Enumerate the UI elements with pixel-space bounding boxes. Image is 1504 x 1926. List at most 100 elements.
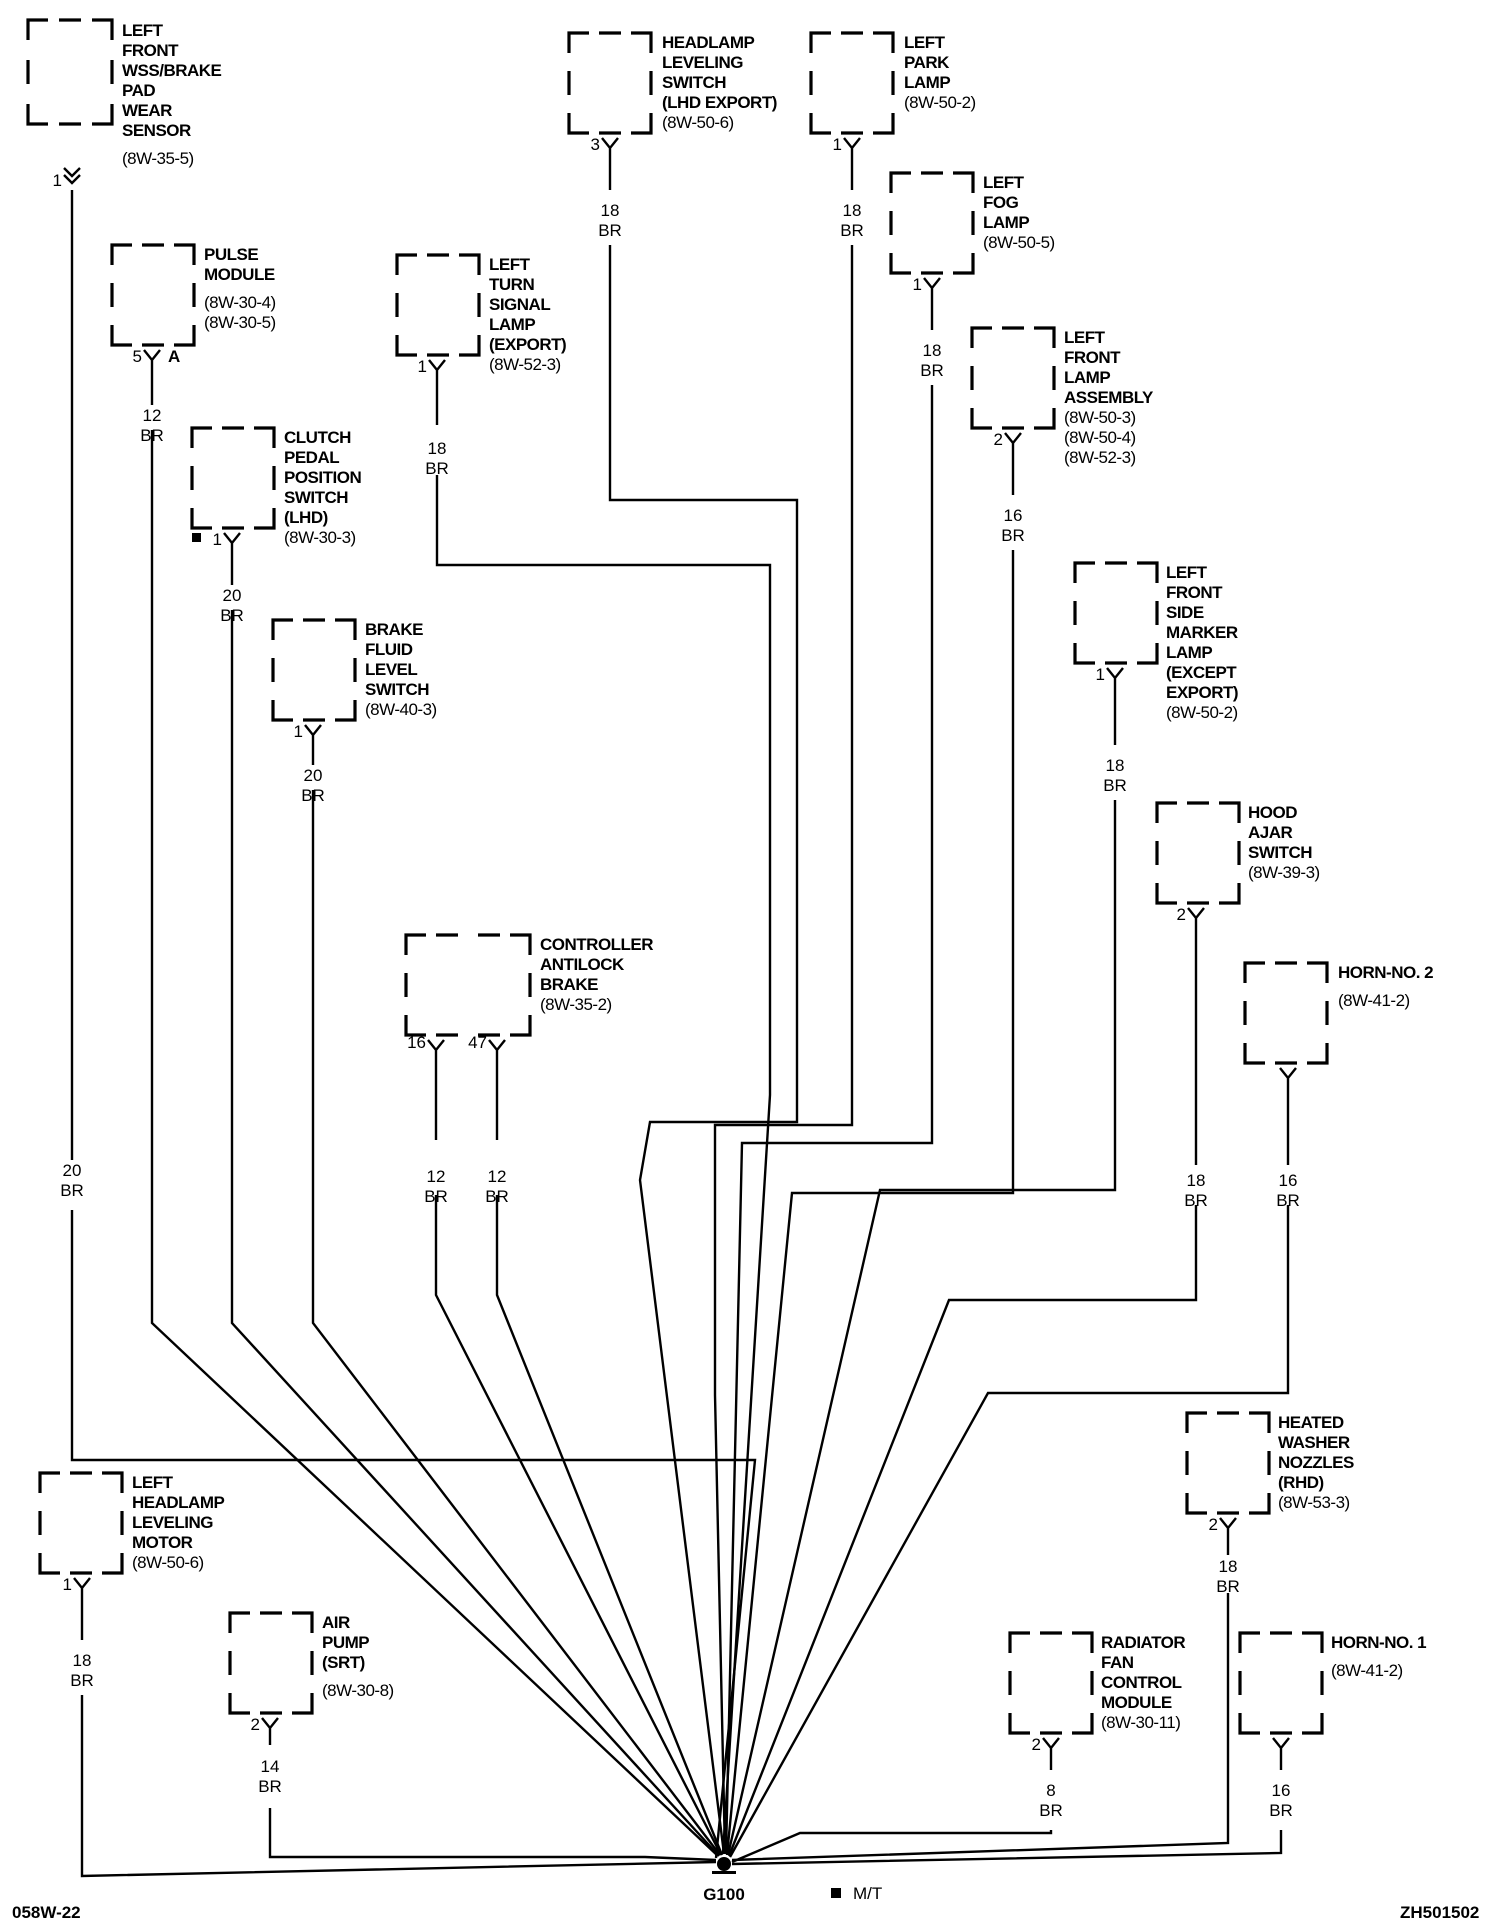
component-lf-wss[interactable]: LEFTFRONTWSS/BRAKEPADWEARSENSOR(8W-35-5)… (26, 18, 222, 190)
connector-terminal-icon (1279, 1067, 1297, 1082)
component-outline (110, 243, 196, 347)
inline-connector-icon (63, 167, 81, 185)
component-ref-link[interactable]: (8W-50-4) (1064, 428, 1136, 447)
component-name-line: WASHER (1278, 1433, 1350, 1452)
component-ref-link[interactable]: (8W-50-2) (904, 93, 976, 112)
component-ref-link[interactable]: (8W-35-2) (540, 995, 612, 1014)
ground-g100[interactable]: G100 (703, 1857, 745, 1904)
component-lf-lamp-assy[interactable]: LEFTFRONTLAMPASSEMBLY(8W-50-3)(8W-50-4)(… (970, 326, 1155, 467)
wire-label-gauge: 18 (843, 201, 862, 220)
wire-label-color: BR (70, 1671, 94, 1690)
connector-terminal-icon (1219, 1517, 1237, 1532)
wire-segment (435, 475, 772, 1855)
wire-segment (731, 1830, 1283, 1866)
component-ref-link[interactable]: (8W-52-3) (489, 355, 561, 374)
component-ref-link[interactable]: (8W-50-5) (983, 233, 1055, 252)
component-ref-link[interactable]: (8W-41-2) (1331, 1661, 1403, 1680)
connector-terminal-icon (1042, 1737, 1060, 1752)
component-name-line: HOOD (1248, 803, 1297, 822)
component-ref-link[interactable]: (8W-35-5) (122, 149, 194, 168)
wire-radfan[interactable]: 8BR (731, 1752, 1063, 1864)
pin-number: 2 (994, 430, 1003, 449)
component-ref-link[interactable]: (8W-30-11) (1101, 1713, 1181, 1732)
component-ref-link[interactable]: (8W-30-8) (322, 1681, 394, 1700)
component-ref-link[interactable]: (8W-50-6) (132, 1553, 204, 1572)
wire-label-color: BR (1269, 1801, 1293, 1820)
connector-terminal-icon (488, 1039, 506, 1054)
component-ref-link[interactable]: (8W-53-3) (1278, 1493, 1350, 1512)
pin-number: 3 (591, 135, 600, 154)
component-ref-link[interactable]: (8W-30-5) (204, 313, 276, 332)
component-name-line: (SRT) (322, 1653, 365, 1672)
component-ref-link[interactable]: (8W-39-3) (1248, 863, 1320, 882)
pin-number: 2 (251, 1715, 260, 1734)
wire-pulse[interactable]: 12 BR (140, 364, 719, 1857)
component-ref-link[interactable]: (8W-52-3) (1064, 448, 1136, 467)
component-outline (567, 31, 653, 135)
wire-label-gauge: 18 (73, 1651, 92, 1670)
component-name-line: ANTILOCK (540, 955, 625, 974)
component-horn-1[interactable]: HORN-NO. 1(8W-41-2) (1238, 1631, 1427, 1752)
wire-label-color: BR (220, 606, 244, 625)
pin-number: 2 (1032, 1735, 1041, 1754)
component-name-line: ASSEMBLY (1064, 388, 1154, 407)
component-name-line: CONTROL (1101, 1673, 1182, 1692)
connector-terminal-icon (143, 349, 161, 364)
component-name-line: (LHD EXPORT) (662, 93, 777, 112)
component-ref-link[interactable]: (8W-40-3) (365, 700, 437, 719)
wire-segment (80, 1695, 717, 1878)
component-name-line: EXPORT) (1166, 683, 1238, 702)
component-ref-link[interactable]: (8W-41-2) (1338, 991, 1410, 1010)
components-layer: LEFTFRONTWSS/BRAKEPADWEARSENSOR(8W-35-5)… (26, 18, 1434, 1754)
component-lf-side-marker[interactable]: LEFTFRONTSIDEMARKERLAMP(EXCEPTEXPORT)(8W… (1073, 561, 1239, 722)
component-ref-link[interactable]: (8W-50-2) (1166, 703, 1238, 722)
component-ref-link[interactable]: (8W-50-6) (662, 113, 734, 132)
wire-label-color: BR (425, 459, 449, 478)
component-horn-2[interactable]: HORN-NO. 2(8W-41-2) (1243, 961, 1434, 1082)
component-name-line: CLUTCH (284, 428, 351, 447)
component-outline (404, 933, 532, 1037)
pin-number: 1 (53, 171, 62, 190)
ground-symbol-bar (712, 1871, 736, 1874)
wire-label-color: BR (1001, 526, 1025, 545)
component-name-line: (EXCEPT (1166, 663, 1237, 682)
mt-marker-icon (192, 533, 201, 542)
wire-label-gauge: 18 (1106, 756, 1125, 775)
wire-label-gauge: 12 (488, 1167, 507, 1186)
component-name-line: LAMP (1166, 643, 1212, 662)
wire-label-gauge: 18 (601, 201, 620, 220)
component-ref-link[interactable]: (8W-30-3) (284, 528, 356, 547)
component-ref-link[interactable]: (8W-30-4) (204, 293, 276, 312)
component-ref-link[interactable]: (8W-50-3) (1064, 408, 1136, 427)
wire-segment (726, 800, 1117, 1856)
